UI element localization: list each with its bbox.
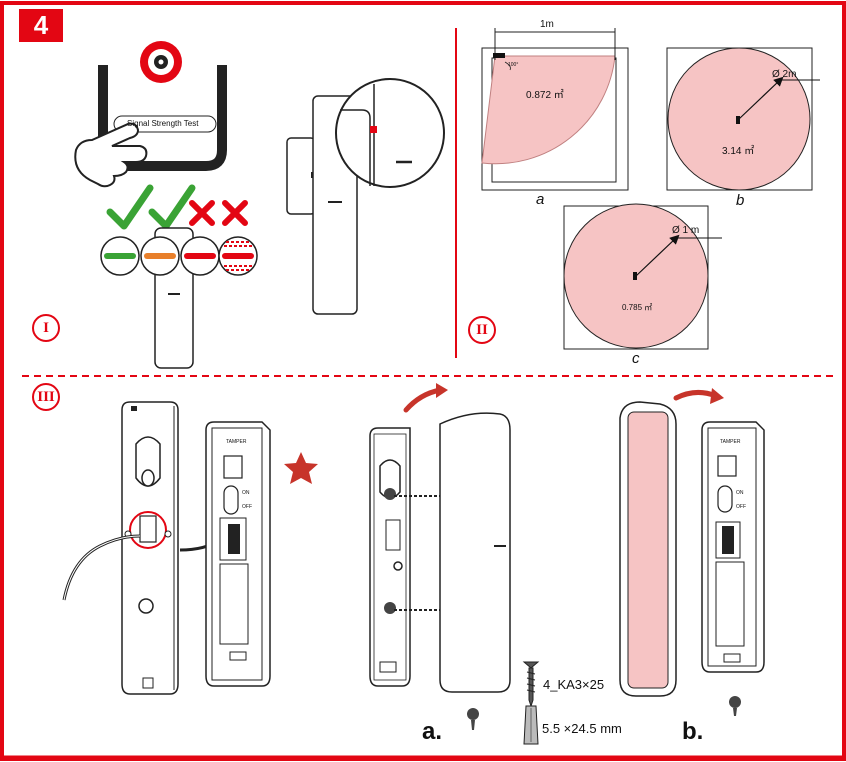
signal-strength-test-button[interactable]: Signal Strength Test xyxy=(127,119,199,128)
coverage-b-caption: b xyxy=(736,192,745,209)
screw-icon xyxy=(522,661,540,708)
open-arrow-icon-b xyxy=(673,390,719,401)
led-state-red xyxy=(180,236,220,276)
fail-cross-icon-1 xyxy=(189,200,215,226)
coverage-diagram-b xyxy=(666,47,820,191)
wall-anchor-icon xyxy=(523,705,539,745)
section-label-ii: II xyxy=(468,316,496,344)
step-number-badge: 4 xyxy=(19,9,63,42)
signal-test-button-shape xyxy=(113,115,217,133)
coverage-a-angle-label: 100° xyxy=(508,62,519,68)
anchor-spec-label: 5.5 ×24.5 mm xyxy=(542,721,622,736)
switch-off-label-1: OFF xyxy=(242,504,252,510)
app-logo-icon xyxy=(140,41,182,83)
led-state-orange xyxy=(140,236,180,276)
cable-entry-highlight xyxy=(129,511,167,549)
section-label-iii: III xyxy=(32,383,60,411)
hand-pointer-icon xyxy=(74,122,148,188)
switch-off-label-2: OFF xyxy=(736,504,746,510)
screw-head-icon-b xyxy=(729,696,741,716)
led-state-red-blinking xyxy=(218,236,258,276)
fail-cross-icon-2 xyxy=(222,200,248,226)
install-step-b-label: b. xyxy=(682,718,704,745)
coverage-c-area: 0.785 ㎡ xyxy=(622,303,653,312)
ok-check-icon-1 xyxy=(106,184,154,230)
coverage-a-width-label: 1m xyxy=(540,19,554,30)
coverage-b-diameter: Ø 2m xyxy=(772,69,797,80)
sensor-housing-open xyxy=(205,421,271,687)
mounting-plate-front xyxy=(121,401,179,695)
install-step-a-label: a. xyxy=(422,718,443,745)
tamper-label-2: TAMPER xyxy=(720,439,741,445)
coverage-a-area: 0.872 ㎡ xyxy=(526,90,564,101)
coverage-diagram-c xyxy=(563,203,722,350)
coverage-c-caption: c xyxy=(632,350,640,367)
tamper-label-1: TAMPER xyxy=(226,439,247,445)
switch-on-label-2: ON xyxy=(736,490,744,496)
sensor-cover-b xyxy=(619,401,677,697)
magnifier-detail xyxy=(335,78,445,188)
screw-spec-label: 4_KA3×25 xyxy=(543,677,605,692)
mounting-plate-a xyxy=(369,427,440,687)
ok-check-icon-2 xyxy=(148,184,196,230)
sensor-housing-b xyxy=(701,421,765,673)
open-arrow-icon-a xyxy=(403,387,443,413)
coverage-b-area: 3.14 ㎡ xyxy=(722,146,755,157)
screw-head-icon-a xyxy=(467,708,479,730)
coverage-a-caption: a xyxy=(536,191,545,208)
coverage-c-diameter: Ø 1 m xyxy=(672,225,700,236)
coverage-diagram-a xyxy=(481,28,629,191)
switch-on-label-1: ON xyxy=(242,490,250,496)
sensor-cover-a xyxy=(439,412,511,693)
star-icon xyxy=(284,452,318,484)
section-label-i: I xyxy=(32,314,60,342)
led-state-green xyxy=(100,236,140,276)
